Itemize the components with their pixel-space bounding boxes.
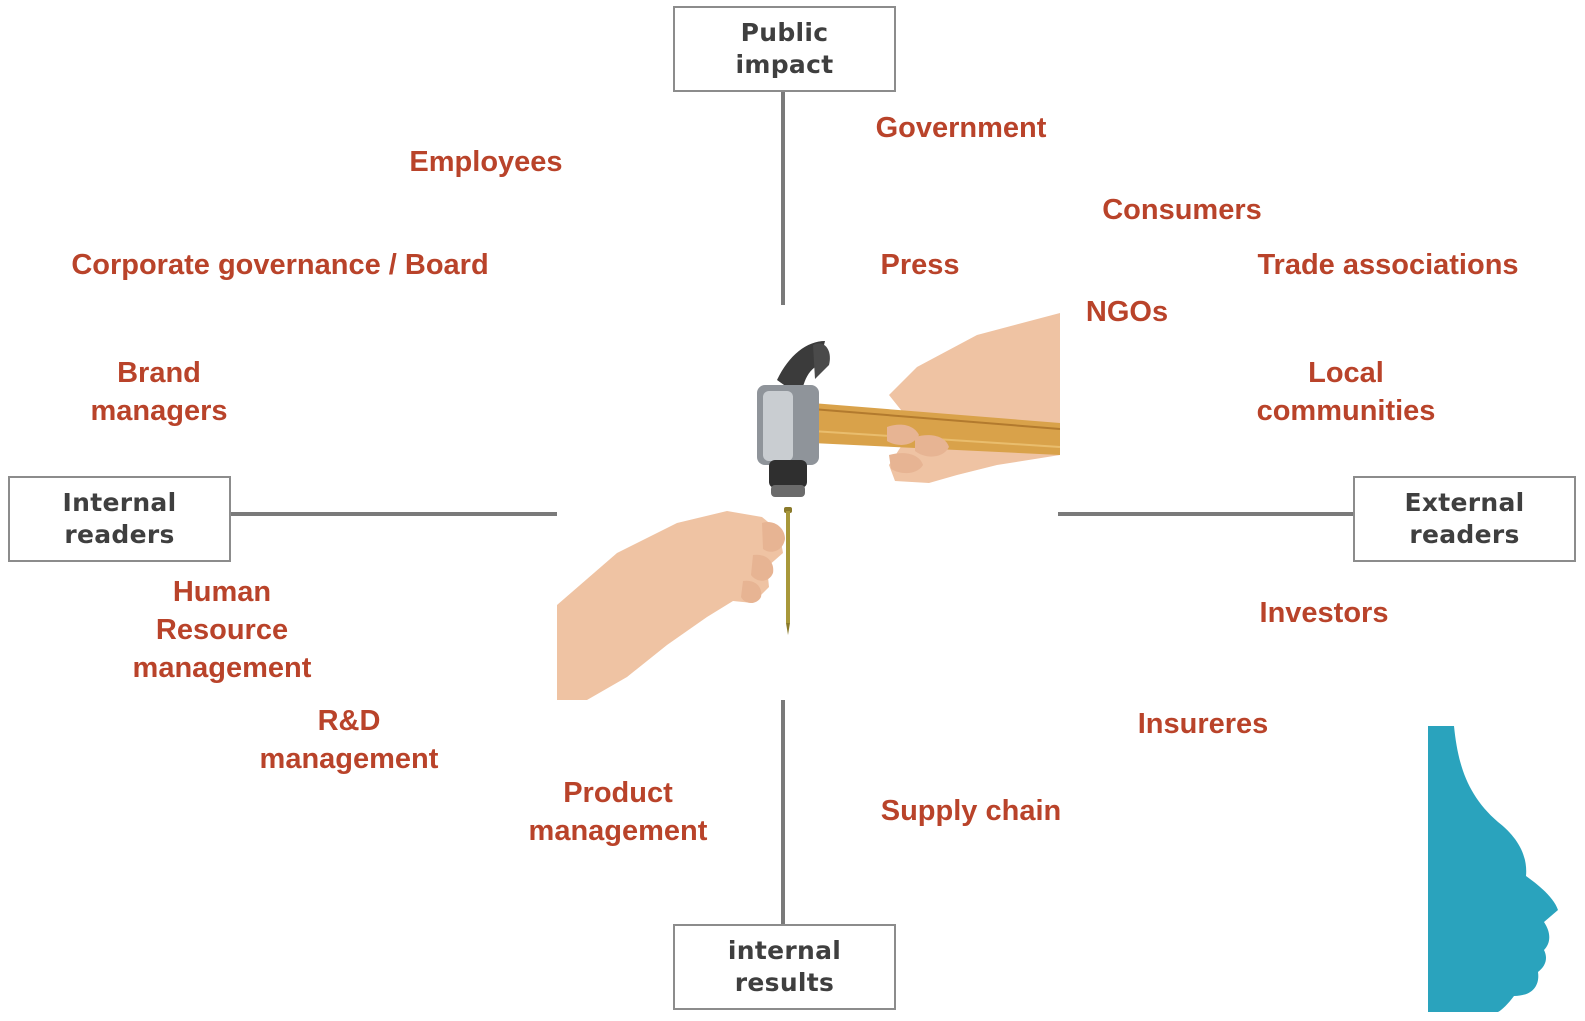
label-consumers: Consumers	[1102, 194, 1262, 226]
label-rd-management: R&D management	[259, 705, 439, 775]
hammer-nail-hands-image	[557, 313, 1060, 700]
label-press: Press	[880, 249, 960, 281]
label-corporate-governance: Corporate governance / Board	[71, 249, 489, 281]
label-insurers: Insureres	[1137, 708, 1269, 740]
axis-line-right	[1058, 512, 1354, 516]
label-hr-management: Human Resource management	[132, 576, 312, 684]
axis-line-bottom	[781, 700, 785, 926]
label-local-communities: Local communities	[1256, 357, 1436, 427]
axis-box-external-readers: External readers	[1353, 476, 1576, 562]
label-government: Government	[875, 112, 1047, 144]
label-employees: Employees	[409, 146, 563, 178]
label-investors: Investors	[1259, 597, 1389, 629]
axis-box-internal-results: internal results	[673, 924, 896, 1010]
label-supply-chain: Supply chain	[880, 795, 1062, 827]
label-product-management: Product management	[528, 777, 708, 847]
axis-line-top	[781, 90, 785, 305]
axis-box-internal-readers: Internal readers	[8, 476, 231, 562]
label-ngos: NGOs	[1085, 296, 1169, 328]
axis-box-public-impact: Public impact	[673, 6, 896, 92]
face-profile-logo-icon	[1428, 726, 1558, 1012]
label-brand-managers: Brand managers	[90, 357, 228, 427]
axis-line-left	[230, 512, 557, 516]
label-trade-associations: Trade associations	[1257, 249, 1519, 281]
